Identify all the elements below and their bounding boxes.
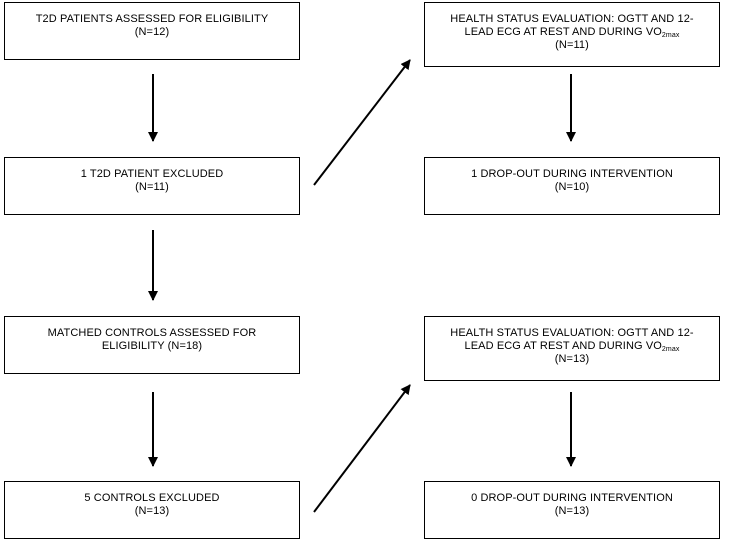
box-controls-excluded-line2: (N=13): [134, 505, 170, 517]
box-controls-assessed-line2: ELIGIBILITY (N=18): [101, 340, 203, 352]
box-controls-assessed-line1: MATCHED CONTROLS ASSESSED FOR: [47, 327, 257, 339]
box-health-evaluation-controls: HEALTH STATUS EVALUATION: OGTT AND 12- L…: [424, 316, 720, 381]
box-controls-dropout-line2: (N=13): [554, 505, 590, 517]
box-health-evaluation-controls-line1: HEALTH STATUS EVALUATION: OGTT AND 12-: [450, 327, 694, 339]
arrow-diagonal-lower: [313, 384, 411, 513]
box-t2d-assessed: T2D PATIENTS ASSESSED FOR ELIGIBILITY (N…: [4, 2, 300, 60]
box-controls-dropout: 0 DROP-OUT DURING INTERVENTION (N=13): [424, 481, 720, 539]
box-health-evaluation-t2d-line2-text: LEAD ECG AT REST AND DURING VO: [464, 26, 662, 38]
box-health-evaluation-controls-subscript: 2max: [661, 346, 680, 353]
box-t2d-excluded-line2: (N=11): [135, 181, 169, 193]
box-t2d-assessed-line1: T2D PATIENTS ASSESSED FOR ELIGIBILITY: [35, 13, 269, 25]
box-controls-excluded-line1: 5 CONTROLS EXCLUDED: [84, 492, 220, 504]
box-controls-assessed: MATCHED CONTROLS ASSESSED FOR ELIGIBILIT…: [4, 316, 300, 374]
box-t2d-excluded-line1: 1 T2D PATIENT EXCLUDED: [80, 168, 224, 180]
box-health-evaluation-t2d-line1: HEALTH STATUS EVALUATION: OGTT AND 12-: [450, 13, 694, 25]
box-controls-dropout-line1: 0 DROP-OUT DURING INTERVENTION: [471, 492, 673, 504]
box-health-evaluation-controls-line2-text: LEAD ECG AT REST AND DURING VO: [464, 340, 662, 352]
box-health-evaluation-t2d-line2: LEAD ECG AT REST AND DURING VO2max: [465, 26, 680, 39]
box-controls-excluded: 5 CONTROLS EXCLUDED (N=13): [4, 481, 300, 539]
box-t2d-dropout-line1: 1 DROP-OUT DURING INTERVENTION: [471, 168, 673, 180]
box-t2d-assessed-line2: (N=12): [134, 26, 170, 38]
box-health-evaluation-t2d: HEALTH STATUS EVALUATION: OGTT AND 12- L…: [424, 2, 720, 67]
box-health-evaluation-controls-line3: (N=13): [554, 353, 590, 365]
box-t2d-excluded: 1 T2D PATIENT EXCLUDED (N=11): [4, 157, 300, 215]
box-health-evaluation-controls-line2: LEAD ECG AT REST AND DURING VO2max: [465, 340, 680, 353]
arrow-diagonal-upper: [313, 59, 411, 186]
box-health-evaluation-t2d-line3: (N=11): [555, 39, 589, 51]
box-health-evaluation-t2d-subscript: 2max: [661, 32, 680, 39]
box-t2d-dropout: 1 DROP-OUT DURING INTERVENTION (N=10): [424, 157, 720, 215]
box-t2d-dropout-line2: (N=10): [554, 181, 590, 193]
